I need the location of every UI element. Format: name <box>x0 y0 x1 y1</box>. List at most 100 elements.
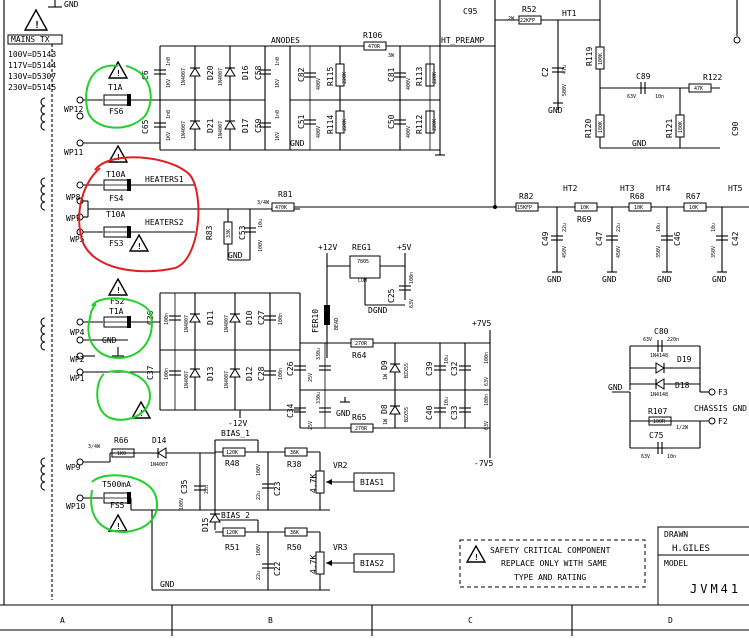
r115-label: R115 <box>326 67 335 86</box>
c6-volt: 1KV <box>166 79 172 88</box>
c80-val: 220n <box>667 337 679 343</box>
grid-col-b: B <box>268 616 273 625</box>
mains-v-100: 100V=D5143 <box>8 50 56 59</box>
c27-label: C27 <box>257 310 266 325</box>
vr3-val: 4.7K <box>309 555 318 574</box>
c34-label: C34 <box>286 403 295 418</box>
r66-label: R66 <box>114 436 129 445</box>
chassis-gnd-section: C80 220n 63V D19 1N4148 D18 1N4148 GND F… <box>608 327 747 460</box>
d19-label: D19 <box>677 355 692 364</box>
r83-val: 33K <box>226 229 232 238</box>
highlight-circle-heaters <box>78 156 200 273</box>
c80-label: C80 <box>654 327 669 336</box>
c89-rating: 63V <box>627 94 636 100</box>
c47-val: 22u <box>616 223 622 232</box>
c51-label: C51 <box>297 114 306 129</box>
c80-rating: 63V <box>643 337 652 343</box>
c65-label: C65 <box>141 119 150 134</box>
c59-label: C59 <box>254 118 263 133</box>
warning-icon: ! <box>107 60 129 79</box>
bias-section: R66 1K0 3/4W D14 1N4007 C35 22u 100V T50… <box>83 429 395 591</box>
warning-icon: ! <box>107 513 129 532</box>
c34-val: 330u <box>316 392 322 404</box>
c82-volt: 400V <box>316 78 322 90</box>
c32-val: 100n <box>484 352 490 364</box>
r52-watt: 2W <box>508 16 515 22</box>
r52-val: 22KFP <box>520 18 535 24</box>
r66-val: 1K0 <box>117 451 126 457</box>
ht5-label: HT5 <box>728 184 743 193</box>
c82-label: C82 <box>297 67 306 82</box>
c81-volt: 400V <box>406 78 412 90</box>
ht4-label: HT4 <box>656 184 671 193</box>
fs5-rating: T500mA <box>102 480 131 489</box>
model-value: JVM41 <box>690 582 741 596</box>
r38-label: R38 <box>287 460 302 469</box>
r83-label: R83 <box>205 225 214 240</box>
r68-label: R68 <box>630 192 645 201</box>
c46-volt: 350V <box>656 246 662 258</box>
r119-val: 100K <box>598 53 604 65</box>
mains-v-130: 130V=D5307 <box>8 72 56 81</box>
r82-val: 15KFP <box>517 205 532 211</box>
c49-gnd: GND <box>547 275 562 284</box>
c81-label: C81 <box>387 67 396 82</box>
anodes-label: ANODES <box>271 36 300 45</box>
d9-val: BZX55 <box>404 363 410 378</box>
c35-label: C35 <box>180 479 189 494</box>
d9-w: 1W <box>383 373 389 380</box>
grid-col-d: D <box>668 616 673 625</box>
reg1-section: +12V REG1 7805 COM +5V C25 100n 63V DGND… <box>311 243 415 358</box>
r121-label: R121 <box>665 119 674 138</box>
heaters-section: T10A FS4 HEATERS1 T10A FS3 HEATERS2 R81 … <box>83 170 495 261</box>
r112-val: 220K <box>432 119 438 131</box>
c89-label: C89 <box>636 72 651 81</box>
pin-wp9: WP9 <box>66 463 81 472</box>
d20-val: 1N4007 <box>181 68 187 86</box>
r81-watt: 3/4W <box>257 200 270 206</box>
lv-mid-gnd: GND <box>336 409 351 418</box>
highlight-circle-fs6 <box>85 64 152 129</box>
r106-label: R106 <box>363 31 382 40</box>
c40-val: 10u <box>444 397 450 406</box>
c50-volt: 400V <box>406 126 412 138</box>
c75-label: C75 <box>649 431 664 440</box>
c58-val: 1n0 <box>275 57 281 66</box>
d11-val: 1N4007 <box>184 315 190 333</box>
r81-val: 470K <box>275 205 287 211</box>
c89-val: 10n <box>655 94 664 100</box>
d13-label: D13 <box>206 366 215 381</box>
bias-gnd-label: GND <box>160 580 175 589</box>
mains-tx-title: MAINS TX <box>11 35 50 44</box>
svg-text:!: ! <box>34 20 40 31</box>
vr2-val: 4.7K <box>309 474 318 493</box>
connector-pins: WP12 WP11 WP8 WP7 WP5 WP4 WP2 WP1 WP9 WP… <box>64 96 85 511</box>
c75-rating: 63V <box>641 454 650 460</box>
c53-label: C53 <box>238 225 247 240</box>
c33-val: 100n <box>484 394 490 406</box>
d17-val: 1N4007 <box>218 121 224 139</box>
fs3-ref: FS3 <box>109 239 124 248</box>
c42-label: C42 <box>731 231 740 246</box>
anodes-gnd-label: GND <box>290 139 305 148</box>
d17-label: D17 <box>241 118 250 133</box>
plus12-label: +12V <box>318 243 337 252</box>
c53-volt: 100V <box>258 240 264 252</box>
c90-label: C90 <box>731 121 740 136</box>
ht-preamp-section: C95 R52 22KFP 2W HT1 C2 47u 500V GND <box>439 0 601 206</box>
r121-val: 100K <box>678 121 684 133</box>
d8-label: D8 <box>380 404 389 414</box>
d10-label: D10 <box>245 310 254 325</box>
d18-label: D18 <box>675 381 690 390</box>
r67-label: R67 <box>686 192 701 201</box>
top-gnd: GND <box>48 0 79 9</box>
c59-val: 1n0 <box>275 110 281 119</box>
fs2-rating: T1A <box>109 307 124 316</box>
svg-text:!: ! <box>137 242 142 251</box>
c49-val: 22u <box>562 223 568 232</box>
highlight-circle-fs1 <box>96 370 152 421</box>
r107-label: R107 <box>648 407 667 416</box>
safety-line2: REPLACE ONLY WITH SAME <box>501 559 607 568</box>
fs5-ref: FS5 <box>110 501 125 510</box>
